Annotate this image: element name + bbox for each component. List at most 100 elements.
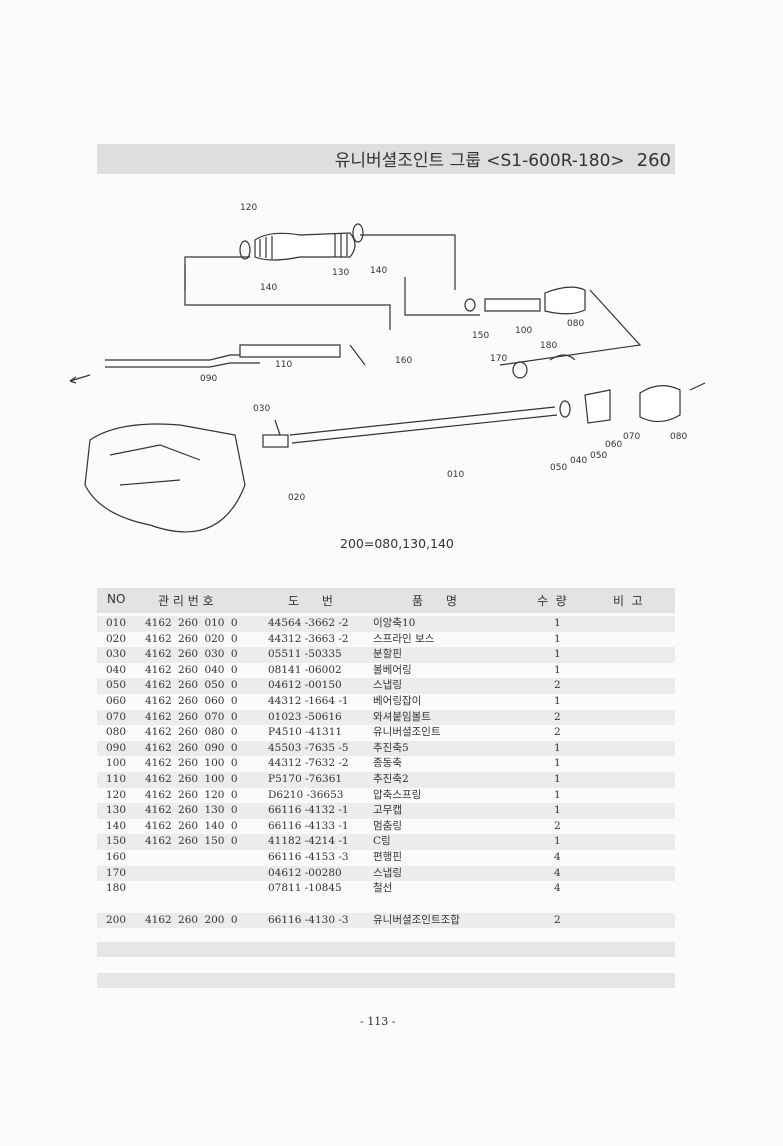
callout-090: 090: [200, 374, 217, 384]
drawing-no: 05511 -50335: [268, 648, 342, 661]
col-remarks: 비 고: [613, 594, 643, 608]
callout-070: 070: [623, 432, 640, 442]
management-no: 4162 260 200 0: [145, 913, 238, 926]
part-name: 스냅링: [373, 866, 402, 879]
item-no: 130: [106, 804, 127, 817]
quantity: 1: [554, 835, 561, 848]
management-no: 4162 260 080 0: [145, 726, 238, 739]
wire-180: [549, 354, 576, 361]
item-no: 090: [106, 741, 127, 754]
split-pin-030: [274, 419, 281, 436]
item-no: 140: [106, 819, 127, 832]
drawing-no: 04612 -00280: [268, 866, 342, 879]
part-name: 스프라인 보스: [373, 632, 435, 645]
quantity: 2: [554, 710, 561, 723]
drawing-no: P4510 -41311: [268, 726, 343, 739]
management-no: 4162 260 010 0: [145, 617, 238, 629]
quantity: 4: [554, 882, 561, 895]
item-no: 010: [106, 617, 127, 629]
rubber-boot-130: [254, 232, 356, 261]
item-no: 180: [106, 882, 127, 895]
part-name: 스냅링: [373, 679, 402, 692]
drawing-no: 66116 -4133 -1: [268, 819, 349, 832]
col-quantity: 수 량: [537, 594, 567, 608]
bearing-040: [559, 400, 571, 418]
drive-shaft-090: [105, 354, 260, 361]
quantity: 1: [554, 694, 561, 707]
item-no: 170: [106, 866, 127, 879]
quantity: 2: [554, 679, 561, 692]
callout-170: 170: [490, 354, 507, 364]
spline-boss-020: [262, 434, 289, 448]
part-name: 멈춤링: [373, 819, 402, 832]
quantity: 1: [554, 804, 561, 817]
drawing-no: P5170 -76361: [268, 772, 343, 785]
callout-150: 150: [472, 331, 489, 341]
snap-ring-170: [512, 361, 528, 379]
quantity: 1: [554, 772, 561, 785]
item-no: 200: [106, 913, 127, 926]
group-code: 260: [636, 150, 671, 171]
management-no: 4162 260 050 0: [145, 679, 238, 692]
callout-130: 130: [332, 268, 349, 278]
item-no: 100: [106, 757, 127, 770]
callout-080: 080: [567, 319, 584, 329]
callout-050b: 050: [590, 451, 607, 461]
drawing-no: 41182 -4214 -1: [268, 835, 349, 848]
callout-010: 010: [447, 470, 464, 480]
item-no: 160: [106, 850, 127, 863]
management-no: 4162 260 070 0: [145, 710, 238, 723]
item-no: 020: [106, 632, 127, 645]
part-name: 고무캡: [373, 804, 402, 817]
drawing-no: 44564 -3662 -2: [268, 617, 349, 629]
drawing-no: 66116 -4130 -3: [268, 913, 349, 926]
management-no: 4162 260 100 0: [145, 772, 238, 785]
drive-shaft-110: [239, 344, 341, 358]
management-no: 4162 260 030 0: [145, 648, 238, 661]
blank-band: [97, 973, 675, 988]
row-gap: [97, 897, 675, 913]
management-no: 4162 260 120 0: [145, 788, 238, 801]
item-no: 040: [106, 663, 127, 676]
group-title: 유니버셜조인트 그룹 <S1-600R-180>: [334, 151, 625, 171]
quantity: 1: [554, 788, 561, 801]
col-no: NO: [107, 592, 126, 606]
part-name: 편행핀: [373, 850, 402, 863]
drawing-no: 44312 -1664 -1: [268, 694, 349, 707]
item-no: 060: [106, 694, 127, 707]
part-name: 종동축: [373, 757, 402, 770]
driven-shaft-100: [484, 298, 541, 312]
stop-ring-140b: [352, 223, 364, 243]
universal-joint-080b: [639, 385, 681, 423]
part-name: 베어링잡이: [373, 694, 422, 707]
part-name: 분할핀: [373, 648, 402, 661]
callout-120: 120: [240, 203, 257, 213]
assembly-caption: 200=080,130,140: [340, 536, 454, 551]
callout-060: 060: [605, 440, 622, 450]
part-name: 압축스프링: [373, 788, 422, 801]
universal-joint-080: [544, 286, 586, 315]
part-name: 추진축2: [373, 772, 409, 785]
col-management-no: 관 리 번 호: [158, 594, 214, 608]
quantity: 1: [554, 663, 561, 676]
title-band: [97, 144, 675, 174]
drawing-no: 07811 -10845: [268, 882, 342, 895]
management-no: 4162 260 040 0: [145, 663, 238, 676]
item-no: 150: [106, 835, 127, 848]
part-name: 추진축5: [373, 741, 409, 754]
item-no: 030: [106, 648, 127, 661]
col-drawing-no: 도 번: [288, 594, 333, 608]
quantity: 1: [554, 632, 561, 645]
drawing-no: 44312 -7632 -2: [268, 757, 349, 770]
